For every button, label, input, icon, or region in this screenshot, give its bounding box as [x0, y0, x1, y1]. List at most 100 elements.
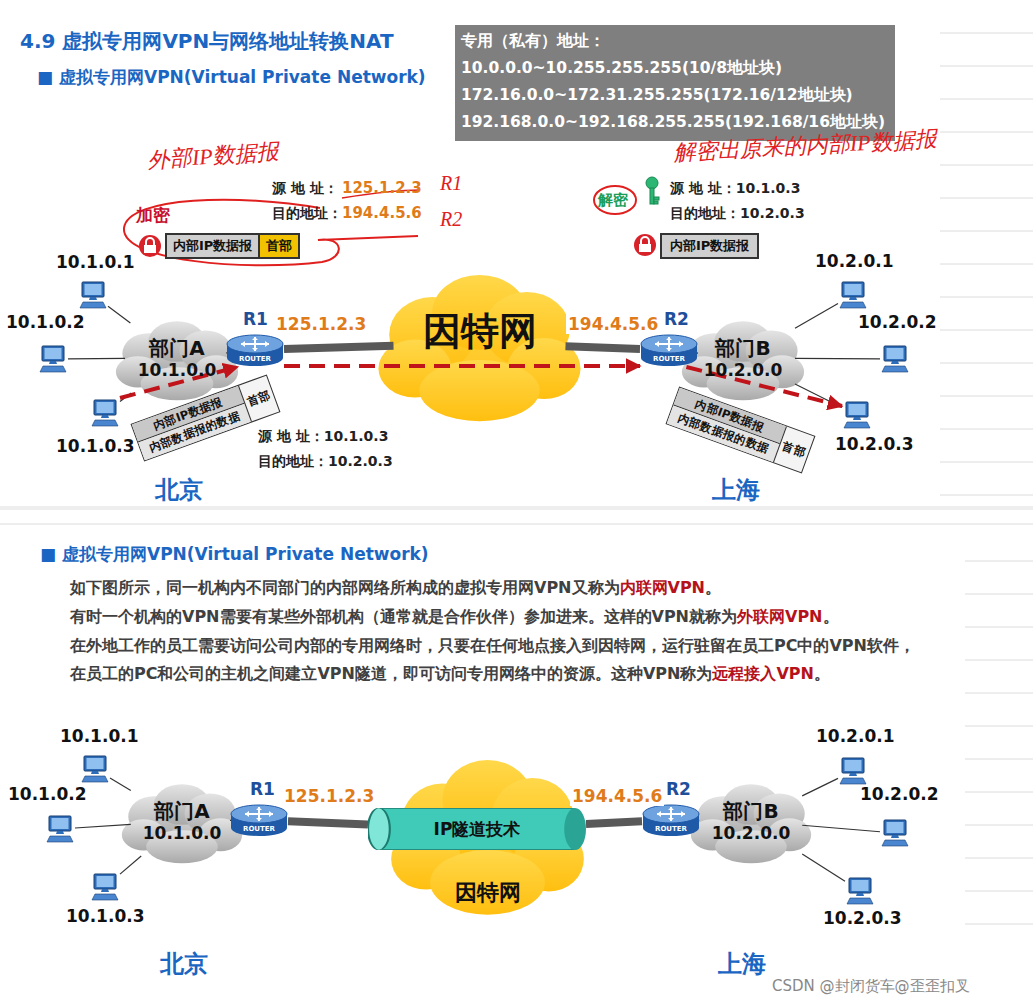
shape-part — [379, 849, 575, 850]
host-address: 10.1.0.2 — [8, 784, 87, 804]
host-address: 10.1.0.3 — [66, 906, 145, 926]
paragraph: 有时一个机构的VPN需要有某些外部机构（通常就是合作伙伴）参加进来。这样的VPN… — [70, 603, 930, 631]
shape-part — [846, 402, 868, 417]
text-label: 源 地 址： — [272, 180, 338, 198]
interface-address: 194.4.5.6 — [570, 786, 664, 806]
link-line — [110, 778, 131, 790]
icon — [80, 754, 110, 784]
link-line — [108, 306, 130, 323]
cloud-shape — [691, 784, 811, 863]
cloud-shape — [682, 321, 804, 400]
host-node: 10.1.0.3 — [90, 872, 120, 902]
shape-part — [245, 807, 273, 821]
shape-part — [856, 893, 864, 896]
department-name: 部门A — [154, 800, 209, 823]
highlight-term: 外联网VPN — [737, 607, 823, 626]
shape-part — [379, 808, 575, 809]
cloud-lobe — [714, 321, 771, 361]
shape-part — [845, 284, 862, 295]
handwritten-note: R2 — [440, 208, 462, 231]
rule-line — [940, 66, 1033, 67]
router-name: R1 — [250, 779, 275, 799]
icon — [838, 280, 868, 310]
text-label: 194.4.5.6 — [342, 204, 422, 222]
icon — [845, 876, 875, 906]
rule-line — [965, 759, 1033, 760]
rpkt-node: 内部IP数据报 — [660, 233, 759, 259]
packet-header: 首部 — [260, 235, 298, 257]
shape-part — [840, 302, 866, 308]
host-address: 10.2.0.1 — [815, 251, 894, 271]
shape-part — [842, 282, 864, 297]
host-address: 10.1.0.2 — [6, 312, 85, 332]
rule-line — [940, 99, 1033, 100]
icon — [842, 400, 872, 430]
shape-part — [52, 818, 69, 829]
text-label: 源 地 址：10.1.0.3 — [670, 180, 800, 198]
link-line — [699, 820, 700, 821]
pkt-node: 内部IP数据报首部 — [165, 233, 300, 259]
text-label: 目的地址：10.2.0.3 — [670, 205, 805, 223]
internet-name: 因特网 — [455, 878, 521, 908]
shape-part — [641, 335, 697, 353]
host-node: 10.2.0.3 — [842, 400, 872, 430]
router-node: R1ROUTER — [230, 803, 288, 837]
inet-node: 因特网 — [372, 258, 587, 428]
rule-line — [940, 297, 1033, 298]
icon — [78, 280, 108, 310]
shape-part — [657, 807, 685, 821]
host-node: 10.2.0.2 — [880, 818, 910, 848]
cloud-node: 部门A10.1.0.0 — [118, 775, 246, 867]
router-node: R2ROUTER — [640, 333, 698, 367]
cloud-lobe — [148, 321, 205, 361]
rule-line — [940, 198, 1033, 199]
page-title: 4.9 虚拟专用网VPN与网络地址转换NAT — [20, 28, 394, 55]
paragraph-text: 有时一个机构的VPN需要有某些外部机构（通常就是合作伙伴）参加进来。这样的VPN… — [70, 607, 737, 626]
text-label: 目的地址： — [272, 205, 342, 223]
notebook-lines — [0, 33, 1033, 924]
shape-part — [849, 404, 866, 415]
router-caption: ROUTER — [640, 355, 698, 363]
host-address: 10.1.0.1 — [56, 252, 135, 272]
text-label: 上海 — [712, 474, 760, 506]
link-bar — [566, 346, 641, 349]
host-node: 10.1.0.3 — [90, 398, 120, 428]
rule-line — [965, 693, 1033, 694]
paragraph: 如下图所示，同一机构内不同部门的内部网络所构成的虚拟专用网VPN又称为内联网VP… — [70, 574, 930, 602]
rule-line — [965, 561, 1033, 562]
host-node: 10.2.0.2 — [880, 344, 910, 374]
shape-part — [82, 282, 104, 297]
rule-line — [965, 858, 1033, 859]
link-line — [795, 358, 880, 360]
key-shank — [650, 188, 654, 204]
key-bow — [646, 177, 658, 189]
rule-line — [940, 330, 1033, 331]
router-caption: ROUTER — [226, 355, 284, 363]
shape-part — [882, 366, 908, 372]
link-line — [68, 358, 125, 360]
highlight-term: 内联网VPN — [620, 578, 706, 597]
lock-icon — [634, 234, 656, 256]
rule-line — [0, 524, 1033, 525]
host-address: 10.2.0.2 — [860, 784, 939, 804]
rule-line — [940, 231, 1033, 232]
shape-part — [884, 820, 906, 835]
text-label: ■ 虚拟专用网VPN(Virtual Private Network) — [40, 543, 429, 566]
pkt2-node: 内部IP数据报内部数据报的数据首部 — [130, 374, 280, 461]
host-address: 10.1.0.3 — [56, 436, 135, 456]
icon — [838, 756, 868, 786]
packet-body: 内部IP数据报 — [662, 235, 757, 257]
text-label: 解密 — [598, 191, 628, 210]
host-node: 10.1.0.1 — [80, 754, 110, 784]
rule-line — [965, 891, 1033, 892]
host-address: 10.2.0.3 — [835, 434, 914, 454]
lock-body — [639, 244, 651, 252]
paragraph-text: 。 — [705, 578, 721, 597]
shape-part — [56, 831, 64, 834]
cloud-node: 部门B10.2.0.0 — [678, 312, 808, 404]
rule-line — [965, 627, 1033, 628]
shape-part — [80, 302, 106, 308]
shape-part — [45, 348, 62, 359]
addr-node: 专用（私有）地址：10.0.0.0~10.255.255.255(10/8地址块… — [455, 25, 895, 141]
shape-part — [91, 771, 99, 774]
